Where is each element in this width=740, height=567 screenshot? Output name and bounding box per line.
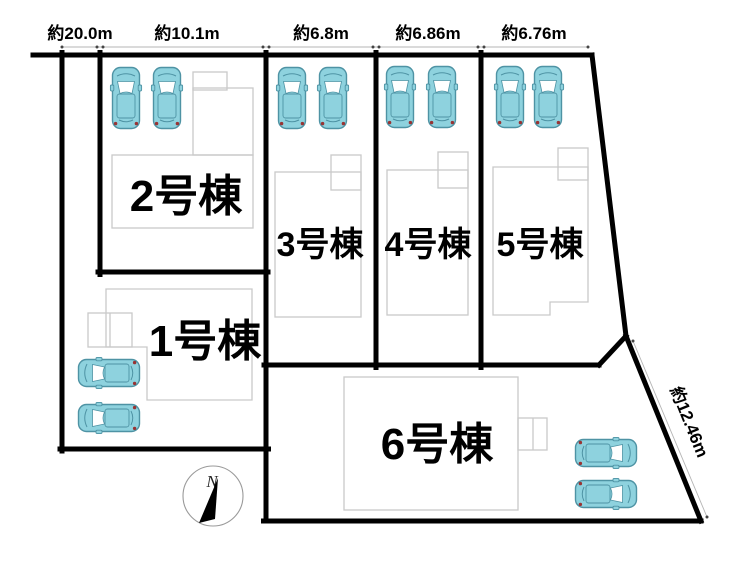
- dimension-label-10-1m: 約10.1m: [154, 23, 219, 43]
- car-icon: [77, 401, 141, 435]
- compass: N: [182, 465, 244, 527]
- dimension-lines-top: [60, 45, 590, 49]
- compass-circle: [182, 465, 244, 527]
- north-arrow-icon: [199, 478, 218, 523]
- lot-4-label: 4号棟: [385, 226, 473, 264]
- building-1-outline: [87, 288, 253, 401]
- boundary-lines: [30, 50, 705, 525]
- building-4-outline: [386, 151, 469, 316]
- lot-3-label: 3号棟: [277, 226, 365, 264]
- dimension-line-diagonal: [631, 339, 709, 519]
- car-icon: [275, 66, 309, 130]
- lot-6-label: 6号棟: [381, 420, 494, 469]
- lot-1-label: 1号棟: [149, 317, 262, 366]
- building-3-outline: [274, 154, 362, 318]
- car-icon: [383, 65, 417, 129]
- dimension-label-6-76m: 約6.76m: [501, 23, 566, 43]
- car-icon: [574, 436, 638, 470]
- building-2-outline: [111, 71, 254, 229]
- car-icon: [77, 356, 141, 390]
- building-5-outline: [492, 147, 589, 316]
- lot-2-label: 2号棟: [130, 172, 243, 221]
- dimension-label-6-86m: 約6.86m: [395, 23, 460, 43]
- boundary-right-diagonal: [622, 332, 705, 525]
- boundary-right-slant: [589, 52, 629, 339]
- car-icon: [531, 65, 565, 129]
- building-6-outline: [343, 376, 548, 511]
- boundary-chamfer: [595, 332, 630, 369]
- car-icon: [109, 66, 143, 130]
- car-icon: [574, 477, 638, 511]
- lot-5-label: 5号棟: [497, 226, 585, 264]
- car-icon: [425, 65, 459, 129]
- car-icon: [493, 65, 527, 129]
- dimension-label-6-8m: 約6.8m: [293, 23, 349, 43]
- car-icon: [150, 66, 184, 130]
- car-icon: [316, 66, 350, 130]
- dimension-label-20m: 約20.0m: [47, 23, 112, 43]
